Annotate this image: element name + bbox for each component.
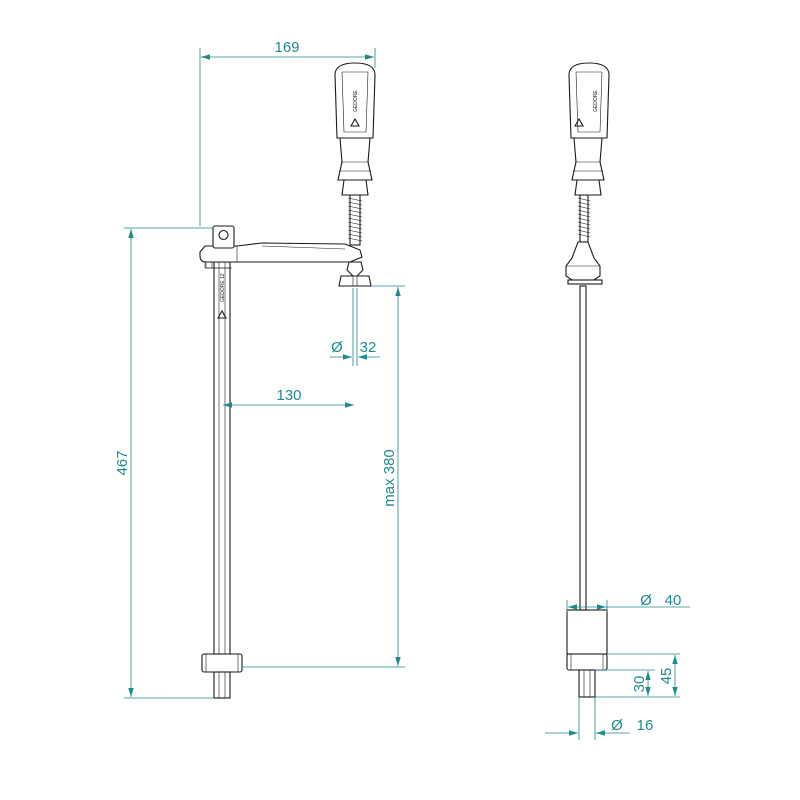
label-width: 169	[274, 39, 299, 56]
arm-head	[212, 225, 235, 249]
dimension-lines	[124, 48, 690, 740]
vertical-bar	[213, 261, 231, 655]
label-clamp-range: max 380	[381, 449, 398, 507]
side-rod	[579, 285, 587, 611]
warning-icon	[217, 309, 227, 319]
handle-grip	[334, 62, 376, 139]
label-height: 467	[114, 450, 131, 475]
side-handle-neck	[571, 137, 605, 181]
front-view: GEDORE 12 GEDORE	[199, 62, 376, 699]
handle-ferrule	[341, 179, 369, 196]
spindle-nut	[346, 261, 364, 277]
svg-text:GEDORE 12: GEDORE 12	[220, 273, 226, 302]
side-handle-ferrule	[574, 179, 602, 196]
label-pad-diameter-symbol: Ø	[331, 339, 343, 356]
side-handle-warning-icon	[574, 117, 584, 127]
label-collar-diameter-symbol: Ø	[640, 592, 652, 609]
label-shaft-diameter-symbol: Ø	[611, 717, 623, 734]
label-reach: 130	[276, 387, 301, 404]
arm-hole	[218, 229, 229, 241]
side-view: GEDORE	[565, 62, 610, 698]
label-collar-diameter: 40	[665, 592, 682, 609]
side-bottom-pin	[578, 669, 596, 698]
svg-text:GEDORE: GEDORE	[353, 90, 359, 112]
handle-warning-icon	[350, 117, 360, 127]
label-collar-to-end: 45	[658, 668, 675, 685]
side-handle-grip	[568, 62, 610, 139]
label-pad-diameter: 32	[360, 339, 377, 356]
handle-neck	[337, 137, 373, 181]
label-shaft-diameter: 16	[637, 717, 654, 734]
side-arm-section	[565, 241, 601, 281]
bottom-collar	[201, 653, 243, 673]
bottom-pin	[213, 671, 231, 699]
side-bottom-collar	[566, 653, 608, 671]
swivel-pad	[338, 275, 372, 287]
label-pin-length: 30	[631, 676, 648, 693]
svg-text:GEDORE: GEDORE	[593, 90, 599, 112]
side-pad-plate	[567, 279, 603, 285]
dimension-labels: 169 467 max 380 Ø 32 130 Ø 40 30 45 Ø 16	[114, 39, 681, 734]
side-collar-box	[566, 609, 608, 655]
